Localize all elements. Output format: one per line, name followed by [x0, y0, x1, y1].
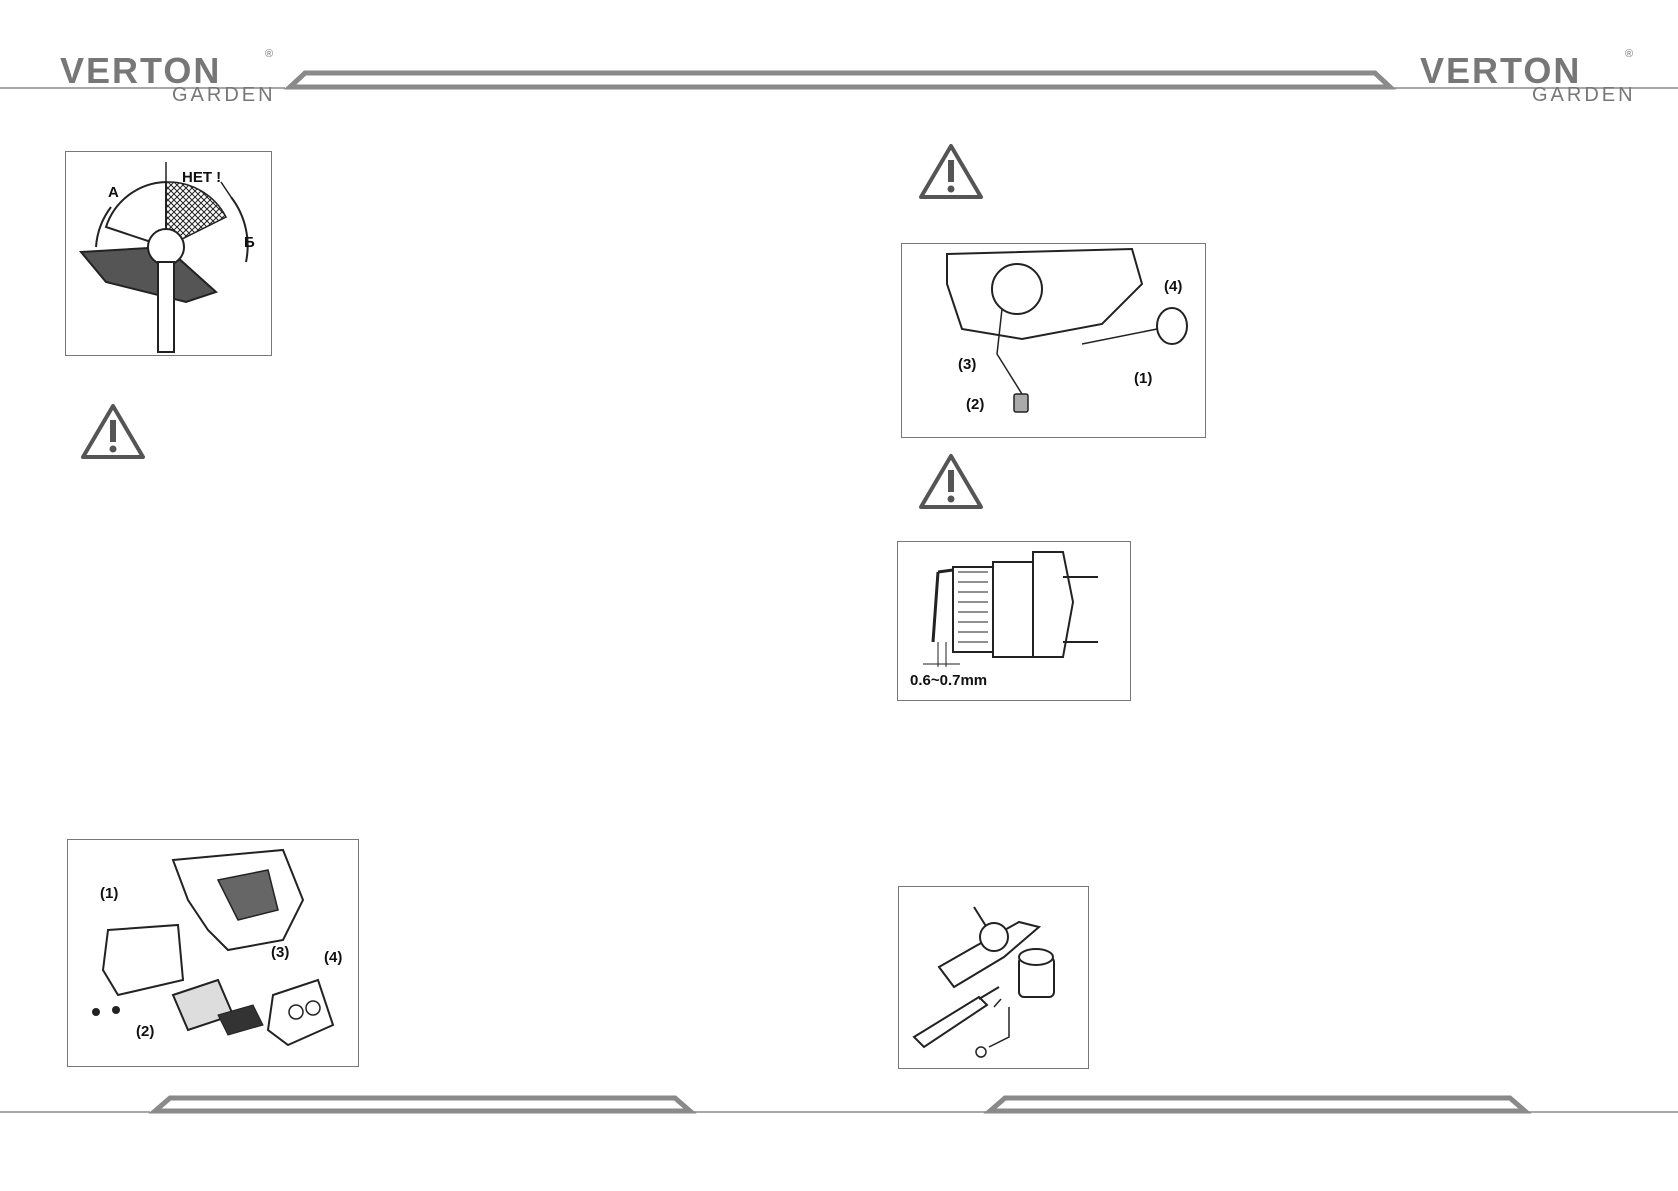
warning-triangle-icon [919, 144, 983, 199]
registered-mark: ® [265, 48, 274, 60]
air-filter-label-3: (3) [271, 944, 289, 961]
brand-name: VERTON [1420, 50, 1582, 91]
air-filter-label-4: (4) [324, 949, 342, 966]
figure-spark-plug: 0.6~0.7mm [897, 541, 1131, 701]
warning-triangle-icon [81, 404, 145, 459]
air-filter-label-2: (2) [136, 1023, 154, 1040]
registered-mark: ® [1625, 48, 1634, 60]
brand-logo-right: VERTON ® GARDEN [1420, 48, 1640, 120]
zone-a-label: А [108, 184, 119, 201]
spark-plug-gap-label: 0.6~0.7mm [910, 672, 987, 689]
fuel-cap-label-4: (4) [1164, 278, 1182, 295]
air-filter-label-1: (1) [100, 885, 118, 902]
figure-fuel-cap: (4) (3) (2) (1) [901, 243, 1206, 438]
fuel-cap-label-1: (1) [1134, 370, 1152, 387]
warning-triangle-icon [919, 454, 983, 509]
brand-logo-left: VERTON ® GARDEN [60, 48, 280, 120]
fuel-cap-label-3: (3) [958, 356, 976, 373]
brand-sub: GARDEN [1532, 84, 1636, 106]
fuel-cap-label-2: (2) [966, 396, 984, 413]
brand-sub: GARDEN [172, 84, 276, 106]
figure-air-filter: (1) (2) (3) (4) [67, 839, 359, 1067]
brand-name: VERTON [60, 50, 222, 91]
figure-adjustment [898, 886, 1089, 1069]
no-label: НЕТ ! [182, 169, 221, 186]
figure-guard: НЕТ ! А Б [65, 151, 272, 356]
zone-b-label: Б [244, 234, 255, 251]
